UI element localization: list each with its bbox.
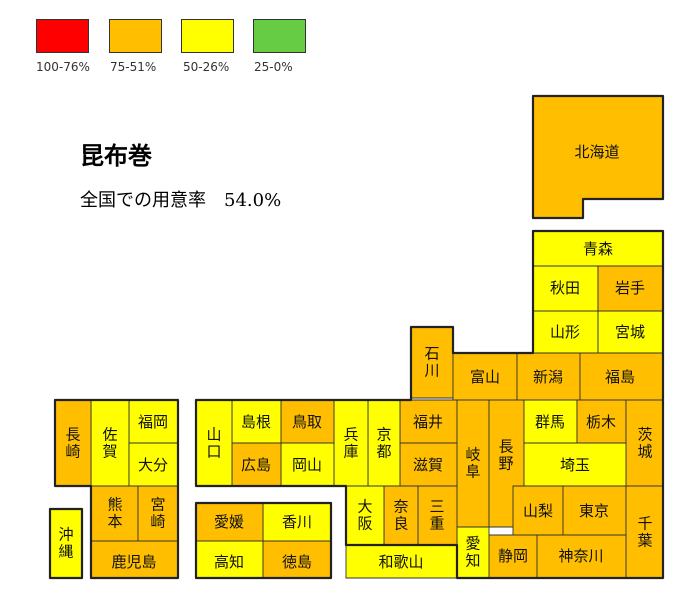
prefecture-label: 東京 <box>579 502 609 520</box>
prefecture-label: 島根 <box>241 413 271 431</box>
prefecture-label: 石川 <box>424 345 439 380</box>
legend-swatch-25-0 <box>253 19 306 53</box>
prefecture-label: 茨城 <box>637 426 652 461</box>
prefecture-label: 長野 <box>498 438 513 473</box>
national-rate: 全国での用意率 54.0% <box>80 190 282 211</box>
prefecture-label: 福井 <box>413 413 443 431</box>
prefecture-label: 宮崎 <box>150 496 165 531</box>
prefecture-label: 岩手 <box>615 279 645 297</box>
prefecture-label: 鹿児島 <box>111 553 156 571</box>
prefecture-label: 北海道 <box>574 143 619 161</box>
prefecture-label: 奈良 <box>393 498 408 533</box>
prefecture-label: 神奈川 <box>558 547 603 565</box>
legend-swatch-75-51 <box>109 19 162 53</box>
prefecture-label: 滋賀 <box>413 456 443 474</box>
prefecture-label: 千葉 <box>637 515 652 550</box>
prefecture-label: 徳島 <box>282 553 312 571</box>
prefecture-label: 香川 <box>282 513 312 531</box>
legend-label-25-0: 25-0% <box>254 60 293 74</box>
island-outline <box>53 398 180 580</box>
legend-label-75-51: 75-51% <box>110 60 157 74</box>
prefecture-label: 大阪 <box>357 498 372 533</box>
prefecture-label: 大分 <box>138 456 168 474</box>
prefecture-label: 和歌山 <box>378 553 423 571</box>
prefecture-label: 福岡 <box>138 413 168 431</box>
prefecture-label: 兵庫 <box>343 426 358 461</box>
prefecture-label: 広島 <box>241 456 271 474</box>
prefecture-label: 福島 <box>605 368 635 386</box>
prefecture-label: 愛知 <box>465 535 480 570</box>
prefecture-label: 山形 <box>550 323 580 341</box>
island-outline <box>531 94 665 220</box>
prefecture-label: 沖縄 <box>58 526 73 561</box>
island-outline <box>194 501 333 580</box>
prefecture-label: 栃木 <box>586 413 616 431</box>
island-outline <box>194 229 665 580</box>
legend-swatch-50-26 <box>181 19 234 53</box>
prefecture-label: 佐賀 <box>102 426 117 461</box>
prefecture-label: 山梨 <box>523 502 553 520</box>
prefecture-label: 青森 <box>583 240 613 258</box>
prefecture-label: 三重 <box>429 498 444 533</box>
prefecture-label: 京都 <box>376 426 391 461</box>
map-title: 昆布巻 <box>80 141 152 170</box>
prefecture-label: 新潟 <box>533 368 563 386</box>
prefecture-label: 静岡 <box>498 547 528 565</box>
prefecture-label: 山口 <box>206 426 221 461</box>
island-outline <box>48 507 84 580</box>
prefecture-label: 鳥取 <box>292 413 322 431</box>
legend-swatch-100-76 <box>36 19 89 53</box>
prefecture-label: 秋田 <box>550 279 580 297</box>
prefecture-label: 宮城 <box>615 323 645 341</box>
prefecture-label: 長崎 <box>65 426 80 461</box>
prefecture-label: 愛媛 <box>214 513 244 531</box>
prefecture-label: 高知 <box>214 553 244 571</box>
legend-label-50-26: 50-26% <box>183 60 230 74</box>
legend-label-100-76: 100-76% <box>36 60 90 74</box>
prefecture-label: 富山 <box>470 368 500 386</box>
prefecture-label: 岐阜 <box>465 446 480 481</box>
prefecture-label: 群馬 <box>535 413 565 431</box>
prefecture-label: 岡山 <box>292 456 322 474</box>
prefecture-label: 埼玉 <box>560 456 590 474</box>
prefecture-label: 熊本 <box>107 496 122 531</box>
